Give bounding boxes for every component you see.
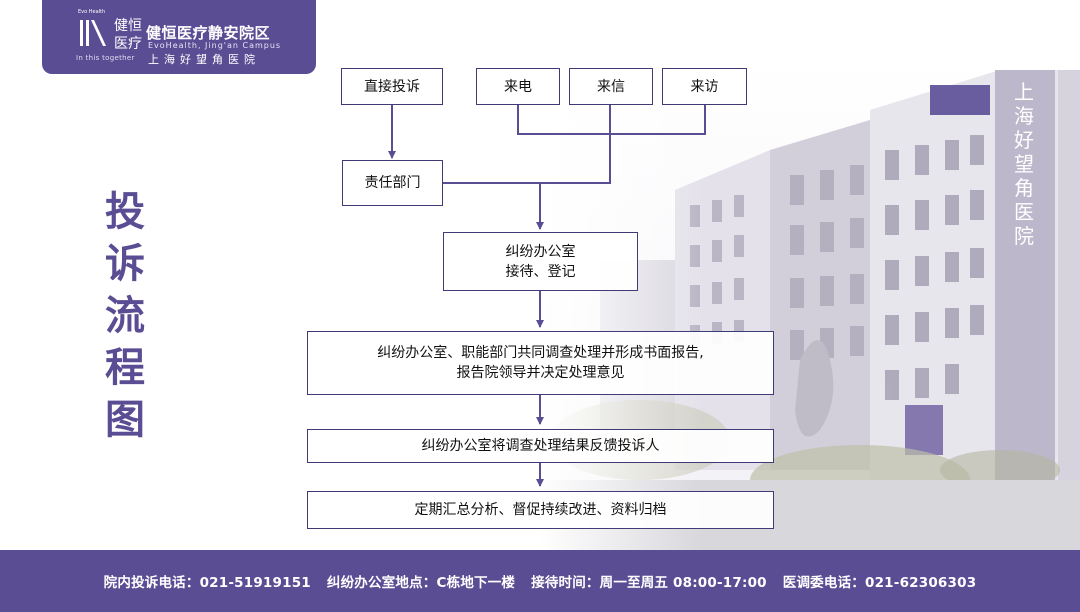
dispute-office-box: 纠纷办公室 接待、登记 [443,232,638,291]
visit-box: 来访 [662,68,747,105]
archive-label: 定期汇总分析、督促持续改进、资料归档 [414,502,667,518]
mediation-committee-phone: 医调委电话：021-62306303 [782,575,977,591]
archive-box: 定期汇总分析、督促持续改进、资料归档 [307,491,774,529]
logo-tagline: In this together [76,54,135,62]
investigation-box: 纠纷办公室、职能部门共同调查处理并形成书面报告, 报告院领导并决定处理意见 [307,331,774,395]
complaint-phone: 院内投诉电话：021-51919151 [103,575,311,591]
dispute-office-line2: 接待、登记 [505,263,576,280]
visit-label: 来访 [690,78,719,95]
responsible-dept-box: 责任部门 [342,160,443,206]
building-sign: 上海好望角医院 [1014,80,1034,248]
feedback-box: 纠纷办公室将调查处理结果反馈投诉人 [307,429,774,463]
feedback-label: 纠纷办公室将调查处理结果反馈投诉人 [421,438,660,454]
hospital-subtitle-en: EvoHealth, Jing'an Campus [148,41,282,50]
direct-complaint-box: 直接投诉 [341,68,443,105]
direct-complaint-label: 直接投诉 [364,78,420,95]
reception-hours: 接待时间：周一至周五 08:00-17:00 [531,575,767,591]
title-char: 程 [105,345,145,391]
phone-call-label: 来电 [504,78,532,95]
page-title: 投 诉 流 程 图 [100,186,150,446]
responsible-dept-label: 责任部门 [364,175,421,191]
hospital-title: 健恒医疗静安院区 [146,24,271,42]
investigation-line2: 报告院领导并决定处理意见 [456,365,625,381]
letter-label: 来信 [597,78,625,95]
footer-bar: 院内投诉电话：021-51919151 纠纷办公室地点：C栋地下一楼 接待时间：… [0,550,1080,612]
letter-box: 来信 [569,68,653,105]
header-banner: Evo Health 健恒医疗 In this together 健恒医疗静安院… [42,0,316,74]
logo-chinese: 健恒医疗 [114,18,142,52]
office-location: 纠纷办公室地点：C栋地下一楼 [326,575,516,591]
logo-small-text: Evo Health [78,9,106,15]
investigation-line1: 纠纷办公室、职能部门共同调查处理并形成书面报告, [377,345,704,361]
title-char: 诉 [105,241,145,287]
logo-icon [80,20,106,46]
title-char: 流 [105,293,145,339]
dispute-office-line1: 纠纷办公室 [505,243,576,260]
phone-call-box: 来电 [476,68,560,105]
title-char: 图 [105,397,145,443]
hospital-subtitle-cn: 上海好望角医院 [148,53,260,66]
title-char: 投 [105,189,145,235]
